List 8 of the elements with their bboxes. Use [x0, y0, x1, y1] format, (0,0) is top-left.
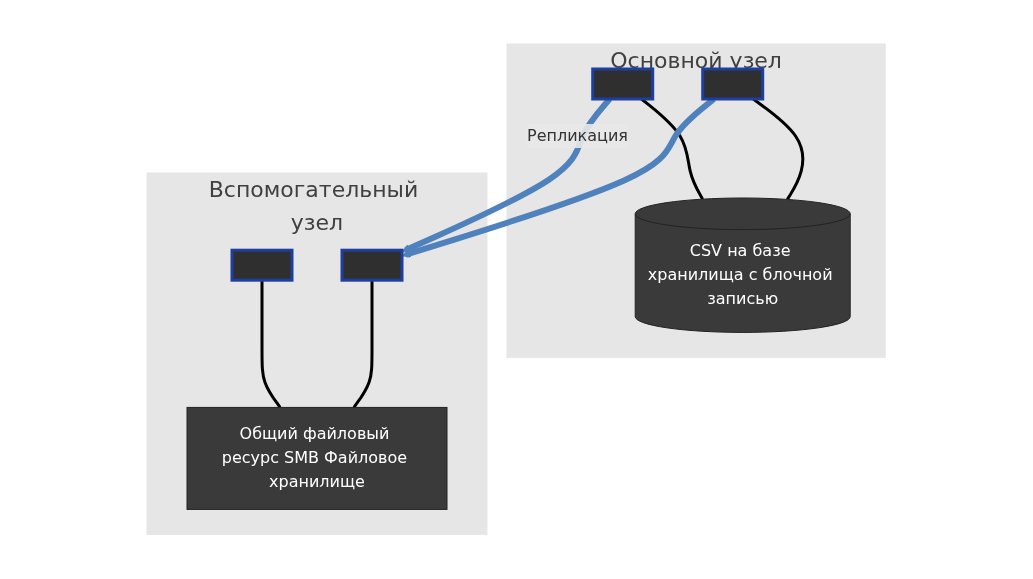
node-box — [340, 249, 404, 282]
node-box: Общий файловый ресурс SMB Файловое хранилище — [186, 407, 448, 511]
node-box — [701, 67, 765, 101]
node-box — [230, 249, 294, 282]
connector — [260, 280, 282, 409]
edge-label: Репликация — [527, 126, 629, 146]
connector — [353, 280, 374, 409]
node-box — [591, 67, 655, 101]
